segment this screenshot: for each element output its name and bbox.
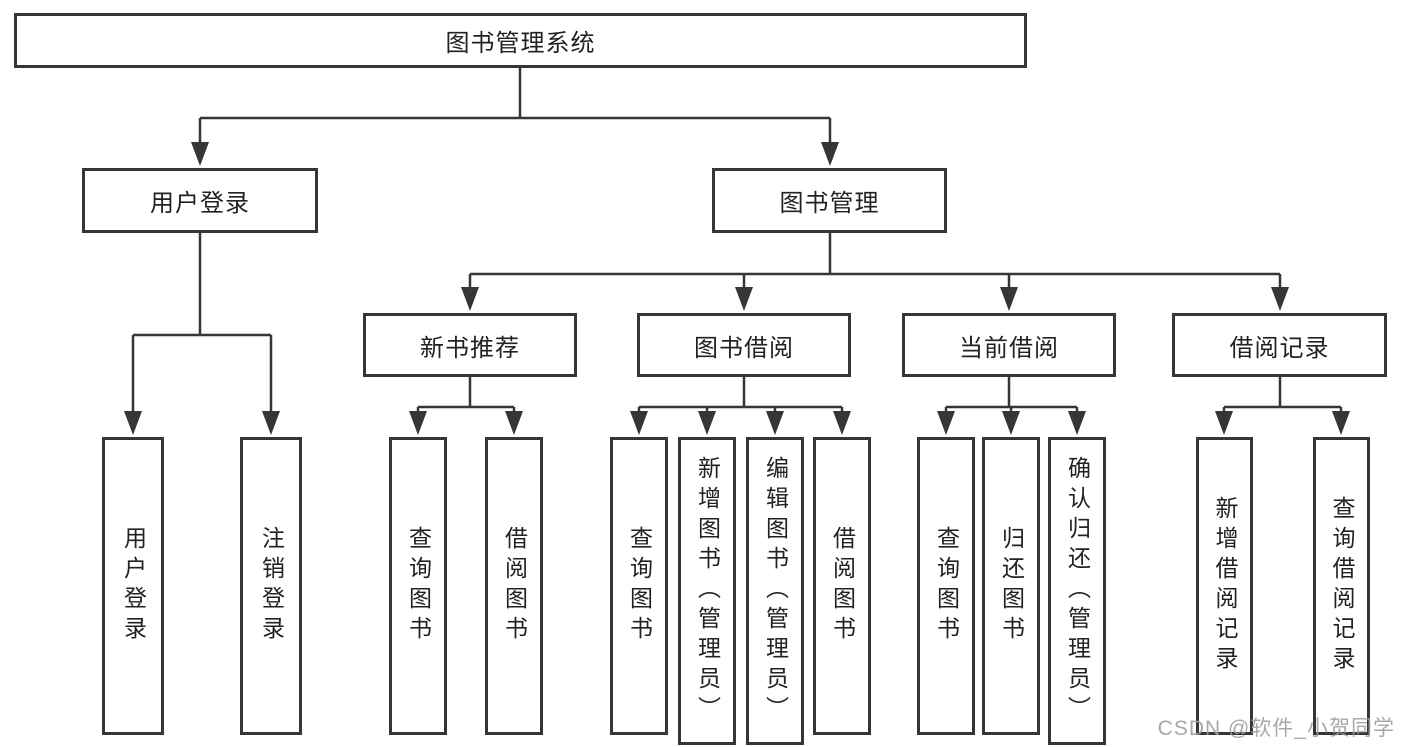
leaf-label: 确认归还（管理员） [1064,456,1091,726]
leaf-label: 注销登录 [258,526,285,646]
leaf-logout-login: 注销登录 [240,437,302,735]
node-current-borrowing: 当前借阅 [902,313,1116,377]
leaf-label: 查询图书 [405,526,432,646]
leaf-label: 借阅图书 [829,526,856,646]
leaf-label: 查询图书 [626,526,653,646]
leaf-label: 归还图书 [998,526,1025,646]
leaf-current-query-book: 查询图书 [917,437,975,735]
leaf-current-confirm-return-admin: 确认归还（管理员） [1048,437,1106,745]
leaf-label: 新增借阅记录 [1212,496,1238,676]
node-borrowing-records: 借阅记录 [1172,313,1387,377]
leaf-borrow-add-book-admin: 新增图书（管理员） [678,437,736,745]
arrowhead-icon [124,142,1350,435]
leaf-records-add-record: 新增借阅记录 [1196,437,1253,735]
node-book-management: 图书管理 [712,168,947,233]
leaf-label: 新增图书（管理员） [694,456,721,726]
watermark: CSDN @软件_小贺同学 [1157,717,1395,740]
leaf-borrow-borrow-book: 借阅图书 [813,437,871,735]
leaf-label: 用户登录 [120,526,147,646]
leaf-current-return-book: 归还图书 [982,437,1040,735]
leaf-recommend-borrow-book: 借阅图书 [485,437,543,735]
leaf-recommend-query-book: 查询图书 [389,437,447,735]
leaf-label: 查询借阅记录 [1329,496,1355,676]
leaf-label: 编辑图书（管理员） [762,456,789,726]
node-book-borrowing: 图书借阅 [637,313,851,377]
leaf-user-login: 用户登录 [102,437,164,735]
node-root: 图书管理系统 [14,13,1027,68]
node-user-login: 用户登录 [82,168,318,233]
node-new-book-recommendation: 新书推荐 [363,313,577,377]
leaf-label: 查询图书 [933,526,960,646]
leaf-records-query-record: 查询借阅记录 [1313,437,1370,735]
leaf-label: 借阅图书 [501,526,528,646]
leaf-borrow-query-book: 查询图书 [610,437,668,735]
leaf-borrow-edit-book-admin: 编辑图书（管理员） [746,437,804,745]
